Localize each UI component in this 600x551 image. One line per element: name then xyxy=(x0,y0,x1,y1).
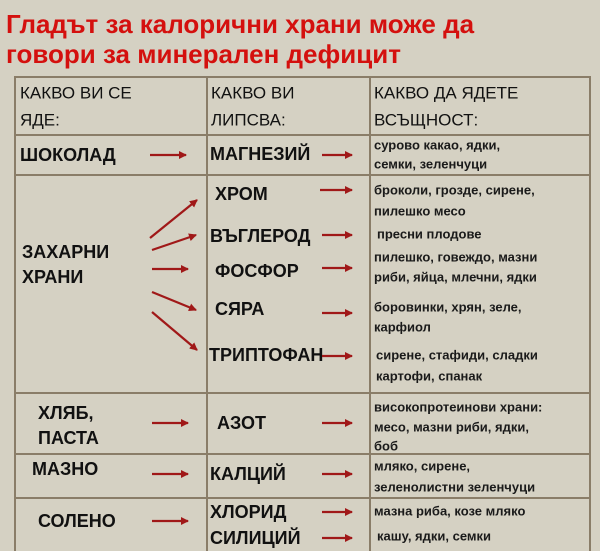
deficit-chloride: ХЛОРИД xyxy=(210,502,287,522)
grid-line xyxy=(589,76,591,551)
eat-text: карфиол xyxy=(374,319,431,335)
grid-line xyxy=(14,453,591,455)
grid-line xyxy=(14,392,591,394)
deficit-silicon: СИЛИЦИЙ xyxy=(210,528,301,548)
eat-text: боб xyxy=(374,438,399,454)
eat-text: сурово какао, ядки, xyxy=(374,137,501,153)
deficit-chromium: ХРОМ xyxy=(215,184,268,204)
header-col2-line2: ЛИПСВА: xyxy=(211,110,286,130)
eat-text: пилешко месо xyxy=(374,203,466,219)
eat-text: семки, зеленчуци xyxy=(374,156,488,172)
grid-line xyxy=(369,76,371,551)
grid-line xyxy=(206,76,208,551)
grid-line xyxy=(14,76,591,78)
craving-sugar-line2: ХРАНИ xyxy=(22,267,84,287)
eat-text: мазна риба, козе мляко xyxy=(374,503,526,519)
arrow-down-right-icon xyxy=(151,311,198,351)
deficit-nitrogen: АЗОТ xyxy=(217,413,267,433)
eat-text: мляко, сирене, xyxy=(374,458,471,474)
deficit-sulfur: СЯРА xyxy=(215,299,265,319)
eat-text: сирене, стафиди, сладки xyxy=(376,347,538,363)
grid-line xyxy=(14,497,591,499)
arrow-down-right-icon xyxy=(151,290,197,312)
eat-text: боровинки, хрян, зеле, xyxy=(374,299,522,315)
craving-chocolate: ШОКОЛАД xyxy=(20,145,116,165)
header-col1-line2: ЯДЕ: xyxy=(20,110,60,130)
title-line-2: говори за минерален дефицит xyxy=(6,39,401,69)
deficit-carbon: ВЪГЛЕРОД xyxy=(210,226,311,246)
eat-text: високопротеинови храни: xyxy=(374,399,543,415)
craving-sugar-line1: ЗАХАРНИ xyxy=(22,242,110,262)
title-line-1: Гладът за калорични храни може да xyxy=(6,9,475,39)
deficit-calcium: КАЛЦИЙ xyxy=(210,464,286,484)
eat-text: риби, яйца, млечни, ядки xyxy=(374,269,537,285)
eat-text: пилешко, говеждо, мазни xyxy=(374,249,538,265)
eat-text: броколи, грозде, сирене, xyxy=(374,182,535,198)
eat-text: картофи, спанак xyxy=(376,368,483,384)
header-col3-line1: КАКВО ДА ЯДЕТЕ xyxy=(374,83,519,103)
arrow-up-right-icon xyxy=(149,199,198,239)
deficit-magnesium: МАГНЕЗИЙ xyxy=(210,144,311,164)
eat-text: зеленолистни зеленчуци xyxy=(374,479,536,495)
header-col2-line1: КАКВО ВИ xyxy=(211,83,295,103)
eat-text: кашу, ядки, семки xyxy=(377,528,492,544)
deficit-phosphorus: ФОСФОР xyxy=(215,261,299,281)
grid-line xyxy=(14,174,591,176)
grid-line xyxy=(14,134,591,136)
craving-salt: СОЛЕНО xyxy=(38,511,116,531)
grid-line xyxy=(14,76,16,551)
arrow-up-right-icon xyxy=(151,233,197,252)
craving-bread-line2: ПАСТА xyxy=(38,428,99,448)
eat-text: пресни плодове xyxy=(377,226,482,242)
eat-text: месо, мазни риби, ядки, xyxy=(374,419,529,435)
header-col3-line2: ВСЪЩНОСТ: xyxy=(374,110,479,130)
header-col1-line1: КАКВО ВИ СЕ xyxy=(20,83,132,103)
deficit-tryptophan: ТРИПТОФАН xyxy=(209,345,324,365)
craving-bread-line1: ХЛЯБ, xyxy=(38,403,94,423)
craving-fat: МАЗНО xyxy=(32,459,99,479)
